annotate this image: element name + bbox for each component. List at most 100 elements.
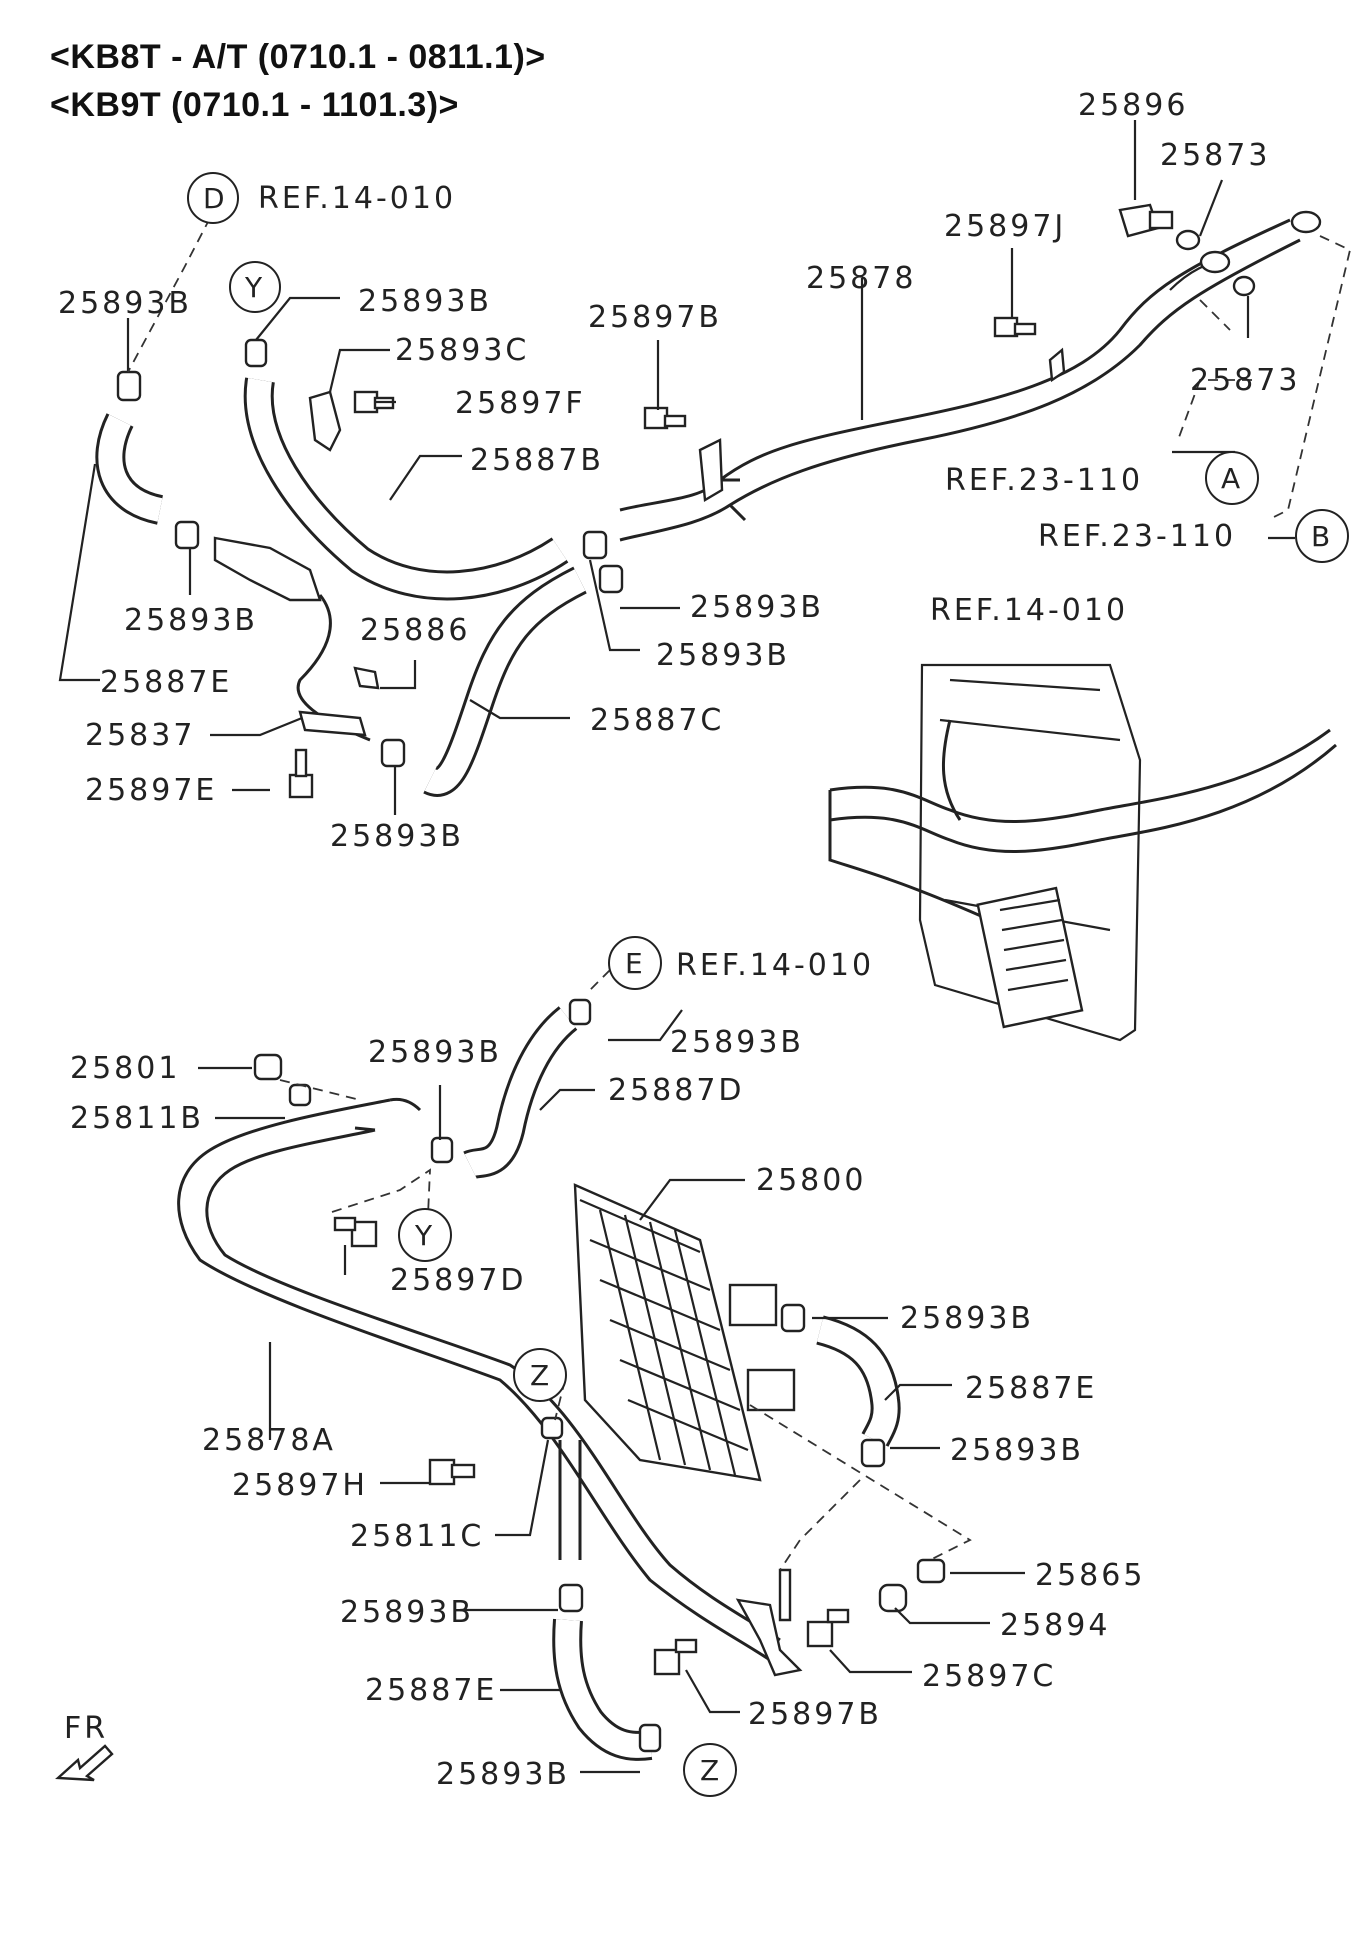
oil-cooler-pipe-25878A	[177, 1097, 781, 1662]
clamp-25893B-9	[780, 1303, 806, 1333]
label-25893B-7: 25893B	[670, 1025, 804, 1060]
engine-inset	[828, 663, 1337, 1042]
svg-text:Z: Z	[700, 1754, 719, 1787]
svg-text:E: E	[625, 947, 643, 980]
label-25893B-4: 25893B	[690, 590, 824, 625]
label-ref-engine: REF.14-010	[930, 593, 1128, 628]
clamp-25893B-4	[582, 530, 608, 560]
clip-25886	[353, 666, 380, 690]
label-25897E: 25897E	[85, 773, 217, 808]
label-25887B: 25887B	[470, 443, 604, 478]
hose-25887B	[243, 377, 569, 601]
callout-B: B	[1295, 509, 1349, 563]
label-25887E-top: 25887E	[100, 665, 232, 700]
leader-lines-lower	[198, 1009, 1025, 1774]
label-25897D: 25897D	[390, 1263, 527, 1298]
svg-text:D: D	[203, 182, 225, 215]
label-25893B-12: 25893B	[436, 1757, 570, 1792]
eye-bolt-25896	[1118, 203, 1174, 238]
label-25873-top: 25873	[1160, 138, 1270, 173]
bracket	[213, 536, 322, 602]
label-25893B-9: 25893B	[900, 1301, 1034, 1336]
label-25878: 25878	[806, 261, 916, 296]
stud-lower	[778, 1568, 792, 1622]
label-25897B-top: 25897B	[588, 300, 722, 335]
bolt-25897J	[993, 316, 1037, 338]
label-25893B-2: 25893B	[358, 284, 492, 319]
clamp-25893C	[308, 390, 342, 452]
callout-Z-mid: Z	[513, 1348, 567, 1402]
label-25894: 25894	[1000, 1608, 1110, 1643]
hose-25887E-top	[95, 413, 164, 525]
label-25897J: 25897J	[944, 209, 1066, 244]
label-25897B-bot: 25897B	[748, 1697, 882, 1732]
nut-25894	[878, 1583, 908, 1613]
label-25893C: 25893C	[395, 333, 529, 368]
label-25837: 25837	[85, 718, 195, 753]
label-25887C: 25887C	[590, 703, 724, 738]
label-25896: 25896	[1078, 88, 1188, 123]
pipe-clip	[1048, 347, 1066, 383]
label-ref-b: REF.23-110	[1038, 519, 1236, 554]
bolt-25897H	[428, 1458, 476, 1486]
bolt-25897D	[333, 1216, 378, 1248]
label-fr: FR	[64, 1711, 108, 1746]
label-ref-e: REF.14-010	[676, 948, 874, 983]
svg-text:A: A	[1221, 462, 1240, 495]
callout-D: D	[187, 172, 239, 224]
clamp-25893B-12	[638, 1723, 662, 1753]
clamp-25893B-7	[568, 998, 592, 1026]
callout-Y-mid: Y	[398, 1208, 452, 1262]
label-25897C: 25897C	[922, 1659, 1056, 1694]
clamp-25893B-5	[598, 564, 624, 594]
header-line-2: <KB9T (0710.1 - 1101.3)>	[50, 86, 459, 124]
hose-25887C	[423, 566, 587, 797]
leader-lines-upper	[58, 120, 1295, 815]
label-25893B-3: 25893B	[124, 603, 258, 638]
washer-25811B	[288, 1083, 312, 1107]
bracket-25837	[298, 710, 367, 737]
label-ref-d: REF.14-010	[258, 181, 456, 216]
clamp-25893B-11	[558, 1583, 584, 1613]
svg-text:Z: Z	[530, 1359, 549, 1392]
label-25865: 25865	[1035, 1558, 1145, 1593]
clamp-25893B-10	[860, 1438, 886, 1468]
bolt-25897B-bot	[653, 1638, 698, 1676]
clamp-25893B-8	[430, 1136, 454, 1164]
nut-25801	[253, 1053, 283, 1081]
clamp-25893B-2	[244, 338, 268, 368]
label-25801: 25801	[70, 1051, 180, 1086]
part-labels: 25896 25873 25897J 25878 25897B 25873 RE…	[58, 88, 1297, 1792]
bolt-25897C	[806, 1608, 850, 1648]
washer-25873-right	[1232, 275, 1256, 297]
label-25893B-6: 25893B	[330, 819, 464, 854]
callout-Y-top: Y	[229, 261, 281, 313]
label-25811C: 25811C	[350, 1519, 484, 1554]
oil-cooler-25800	[573, 1183, 796, 1482]
header-line-1: <KB8T - A/T (0710.1 - 0811.1)>	[50, 38, 546, 76]
dashed-lines-upper	[127, 217, 1352, 521]
svg-text:Y: Y	[244, 271, 263, 304]
clamp-25893B-6	[380, 738, 406, 768]
bolt-25897B-top	[643, 406, 687, 430]
label-25887E-bot: 25887E	[365, 1673, 497, 1708]
label-25897H: 25897H	[232, 1468, 368, 1503]
label-25886: 25886	[360, 613, 470, 648]
pipe-end-fitting	[1199, 210, 1322, 274]
label-25887E-mid: 25887E	[965, 1371, 1097, 1406]
hose-25887E-mid	[815, 1315, 901, 1447]
bolt-25865	[916, 1558, 946, 1584]
pipe-bracket	[698, 438, 724, 502]
label-ref-a: REF.23-110	[945, 463, 1143, 498]
washer-25811C	[540, 1416, 564, 1440]
label-25887D: 25887D	[608, 1073, 745, 1108]
pipe-25811C	[558, 1440, 582, 1560]
clamp-25893B-1	[116, 370, 142, 402]
bolt-25897E	[288, 748, 314, 799]
label-25893B-10: 25893B	[950, 1433, 1084, 1468]
washer-25873-top	[1175, 229, 1201, 251]
hose-25887D	[463, 1006, 578, 1180]
callout-A: A	[1205, 451, 1259, 505]
hose-25887E-bot	[552, 1618, 653, 1761]
